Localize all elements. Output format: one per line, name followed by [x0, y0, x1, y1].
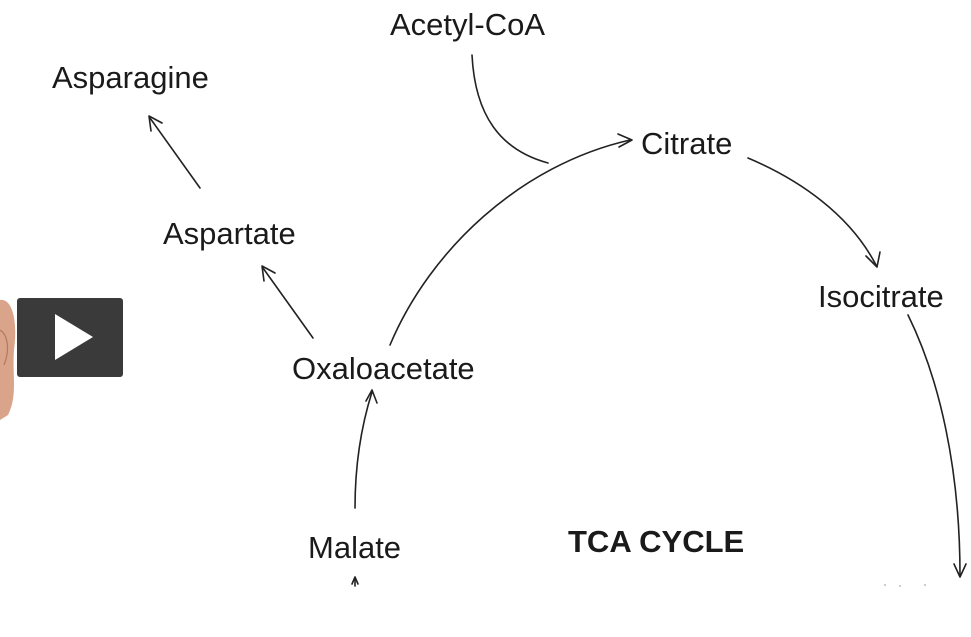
presenter-hand [0, 299, 16, 420]
node-malate: Malate [308, 530, 401, 565]
node-citrate: Citrate [641, 126, 732, 161]
arrow-oxaloacetate-to-citrate [389, 139, 631, 346]
node-isocitrate: Isocitrate [818, 279, 944, 314]
arrow-aspartate-to-asparagine [149, 117, 201, 189]
play-icon [55, 314, 93, 360]
arrow-isocitrate-down [907, 314, 961, 576]
diagram-title: TCA CYCLE [568, 524, 744, 559]
arrowhead-isocitrate [865, 251, 881, 268]
node-oxaloacetate: Oxaloacetate [292, 351, 475, 386]
node-aspartate: Aspartate [163, 216, 296, 251]
arrow-acetyl-coa-input [471, 54, 549, 164]
video-play-button[interactable] [17, 298, 123, 377]
node-asparagine: Asparagine [52, 60, 209, 95]
arrow-malate-to-oxaloacetate [354, 391, 373, 509]
scan-artifacts [884, 584, 926, 587]
arrowhead-cycle-continue [953, 563, 967, 578]
arrowhead-oxaloacetate [365, 389, 378, 404]
arrowhead-asparagine [148, 115, 163, 132]
node-acetyl-coa: Acetyl-CoA [390, 7, 545, 42]
arrow-citrate-to-isocitrate [747, 157, 877, 266]
arrowhead-aspartate [261, 265, 276, 282]
arrowhead-citrate [617, 133, 633, 148]
arrow-oxaloacetate-to-aspartate [262, 267, 314, 339]
arrowhead-malate [351, 576, 359, 585]
